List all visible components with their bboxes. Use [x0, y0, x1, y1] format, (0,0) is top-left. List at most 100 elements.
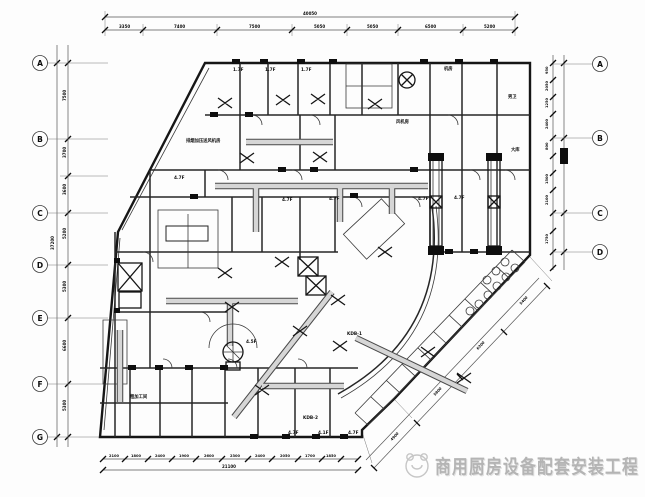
svg-text:粗加工间: 粗加工间 [130, 393, 148, 400]
svg-text:风机房: 风机房 [396, 118, 410, 125]
svg-text:4900: 4900 [390, 431, 400, 441]
svg-text:4.7F: 4.7F [174, 175, 185, 181]
svg-text:2300: 2300 [230, 454, 241, 458]
bottom-dim-total: 21100 [222, 464, 236, 469]
watermark-text: 商用厨房设备配套安装工程 [435, 455, 639, 478]
svg-text:6600: 6600 [62, 340, 67, 351]
svg-text:4.5F: 4.5F [246, 339, 257, 345]
exhaust-riser-tower-1 [428, 153, 444, 255]
svg-text:7400: 7400 [174, 24, 185, 29]
svg-text:950: 950 [545, 66, 549, 74]
svg-text:2050: 2050 [280, 454, 291, 458]
svg-text:1.7F: 1.7F [301, 67, 312, 73]
grid-bubble-left-e: E [37, 314, 42, 323]
svg-text:1900: 1900 [179, 454, 190, 458]
svg-text:6200: 6200 [476, 340, 486, 350]
svg-text:5200: 5200 [62, 228, 67, 239]
svg-text:5800: 5800 [433, 386, 443, 396]
top-dim-total: 40050 [303, 11, 317, 16]
grid-bubble-left-d: D [37, 261, 43, 270]
grid-bubble-left-f: F [37, 380, 42, 389]
grid-bubbles-left: A B C D E F G [32, 55, 108, 445]
svg-text:1.7F: 1.7F [265, 67, 276, 73]
svg-text:5050: 5050 [314, 24, 325, 29]
panda-circle-logo-icon [405, 453, 429, 478]
hood-x-symbols [217, 93, 472, 396]
terrace-hatch-band [354, 249, 526, 426]
grid-bubble-left-a: A [37, 59, 43, 68]
svg-text:5050: 5050 [367, 24, 378, 29]
svg-text:商用厨房设备配套安装工程: 商用厨房设备配套安装工程 [436, 456, 640, 479]
left-dimension-line: 7500 3700 3600 5200 5300 6600 5300 37200 [50, 45, 72, 447]
right-dimension-line: 950 2050 1250 2400 800 1500 2100 1750 [545, 55, 568, 272]
svg-text:1850: 1850 [326, 454, 337, 458]
grid-bubble-right-b: B [597, 134, 603, 143]
svg-text:4.7F: 4.7F [348, 430, 359, 436]
svg-text:1500: 1500 [545, 173, 549, 184]
svg-text:3600: 3600 [62, 184, 67, 195]
left-dim-total: 37200 [50, 236, 55, 250]
duct-runs [116, 138, 469, 420]
elevator-shaft-left [117, 262, 143, 309]
svg-text:2400: 2400 [155, 454, 166, 458]
stair-bottom-left [102, 319, 128, 385]
top-dim-ticks [101, 13, 519, 34]
curved-wall [337, 205, 439, 399]
grid-bubbles-right: A B C D [553, 56, 608, 260]
svg-text:800: 800 [545, 142, 549, 150]
svg-text:2050: 2050 [545, 80, 549, 91]
svg-text:2600: 2600 [204, 454, 215, 458]
svg-text:3700: 3700 [62, 147, 67, 158]
svg-text:4.7F: 4.7F [418, 196, 429, 202]
diagonal-dimension-line: 5400 6200 5800 4900 [361, 256, 553, 472]
svg-text:2100: 2100 [545, 194, 549, 205]
svg-text:6500: 6500 [425, 24, 436, 29]
svg-text:4.1F: 4.1F [318, 430, 329, 436]
interior-walls [100, 63, 530, 437]
grid-bubble-right-c: C [597, 209, 603, 218]
svg-text:1700: 1700 [305, 454, 316, 458]
stair-top-right [345, 63, 393, 109]
top-dimension-line: 40050 3350 7400 7500 5050 5050 6500 5200 [101, 11, 519, 36]
fan-unit [208, 323, 258, 371]
svg-text:5300: 5300 [62, 281, 67, 292]
stair-center-diagonal [342, 198, 406, 260]
label-smoke-shaft: 排烟加压送风机房 [186, 137, 221, 144]
terrace-circle-cluster [465, 257, 520, 316]
bottom-dimension-line: 2100 1800 2400 1900 2600 2300 2400 2050 … [99, 454, 362, 474]
grid-bubble-left-c: C [37, 209, 43, 218]
fire-damper-circle [398, 71, 416, 89]
svg-text:7500: 7500 [62, 90, 67, 101]
grid-bubble-right-d: D [597, 248, 603, 257]
svg-text:机房: 机房 [444, 65, 453, 72]
svg-text:2400: 2400 [255, 454, 266, 458]
svg-text:2100: 2100 [109, 454, 120, 458]
svg-text:2400: 2400 [545, 118, 549, 129]
equipment-black-rects [114, 59, 498, 439]
svg-text:1.7F: 1.7F [233, 67, 244, 73]
svg-text:5400: 5400 [519, 295, 529, 305]
svg-text:KDB-1: KDB-1 [347, 331, 362, 337]
svg-text:5200: 5200 [484, 24, 495, 29]
elevator-shaft-center [297, 256, 327, 296]
svg-text:4.7F: 4.7F [329, 196, 340, 202]
svg-text:4.7F: 4.7F [454, 195, 465, 201]
svg-text:4.7F: 4.7F [288, 430, 299, 436]
svg-text:1750: 1750 [545, 233, 549, 244]
grid-bubble-right-a: A [597, 60, 603, 69]
svg-text:男卫: 男卫 [508, 93, 517, 100]
watermark: 商用厨房设备配套安装工程 商用厨房设备配套安装工程 [405, 453, 640, 479]
building-outline [98, 61, 532, 439]
grid-bubble-left-g: G [37, 433, 43, 442]
svg-text:4.7F: 4.7F [282, 197, 293, 203]
svg-text:1800: 1800 [131, 454, 142, 458]
svg-text:大库: 大库 [511, 146, 520, 153]
room-and-equipment-labels: 排烟加压送风机房 机房 男卫 大库 风机房 1.7F 1.7F 1.7F 4.7… [130, 65, 520, 436]
svg-text:3350: 3350 [119, 24, 130, 29]
svg-text:KDB-2: KDB-2 [303, 415, 318, 421]
grid-bubble-left-b: B [37, 135, 43, 144]
svg-text:7500: 7500 [249, 24, 260, 29]
stair-center-left [157, 209, 219, 269]
